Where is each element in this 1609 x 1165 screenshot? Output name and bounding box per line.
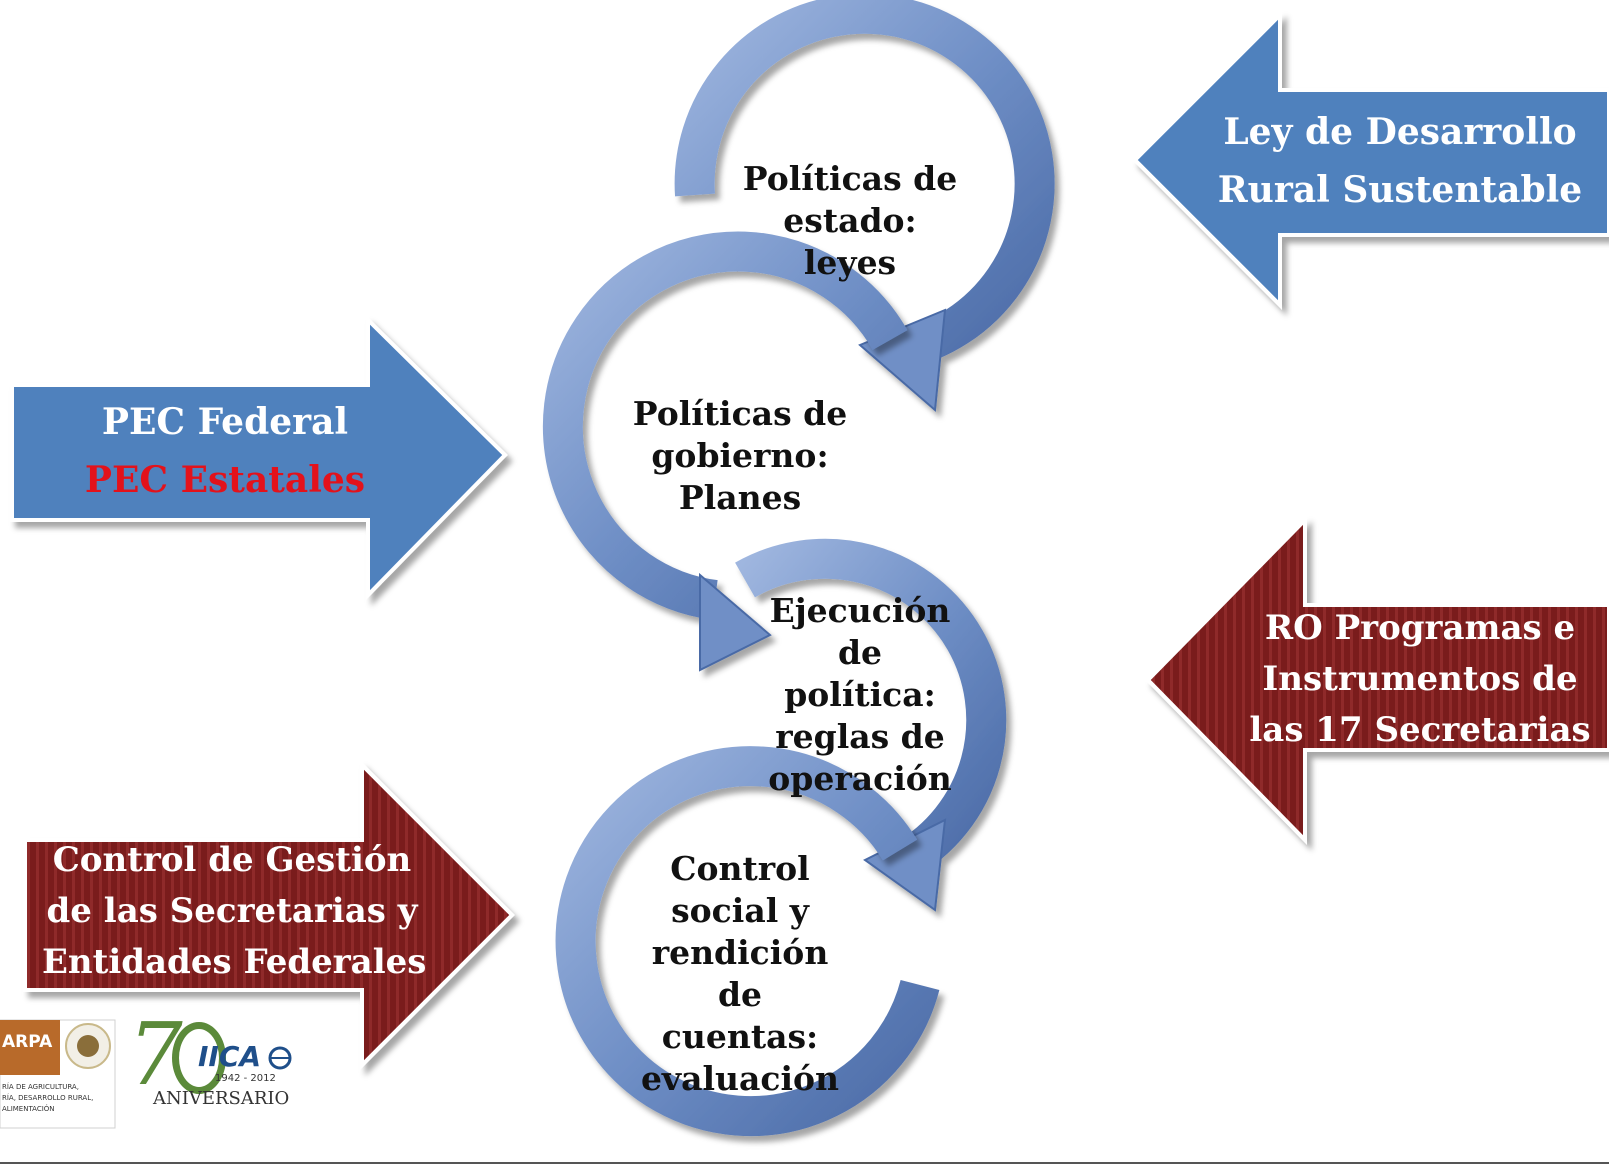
ro-programas-line: Instrumentos de xyxy=(1262,659,1578,699)
control-gestion-line: Control de Gestión xyxy=(52,840,412,880)
government-policies-line: Planes xyxy=(678,478,802,517)
government-policies-line: Políticas de xyxy=(632,394,848,433)
ro-programas-line: RO Programas e xyxy=(1264,608,1576,648)
government-policies-line: gobierno: xyxy=(651,436,829,475)
iica-zero-ring xyxy=(172,1022,226,1094)
iica-name: IICA xyxy=(198,1040,262,1073)
ro-programas-arrow-text: RO Programas e Instrumentos de las 17 Se… xyxy=(1240,603,1600,756)
social-control-line: evaluación xyxy=(640,1059,840,1098)
social-control-label: Control social y rendición de cuentas: e… xyxy=(625,848,855,1100)
ley-line: Ley de Desarrollo xyxy=(1223,111,1577,153)
iica-years: 1942 - 2012 xyxy=(215,1073,276,1084)
policy-execution-line: operación xyxy=(768,759,952,798)
state-policies-label: Políticas de estado: leyes xyxy=(740,158,960,284)
control-gestion-line: Entidades Federales xyxy=(42,942,427,982)
ley-arrow-text: Ley de Desarrollo Rural Sustentable xyxy=(1200,103,1600,219)
ro-programas-arrow xyxy=(1145,515,1609,845)
government-policies-label: Políticas de gobierno: Planes xyxy=(630,393,850,519)
pec-estatales-text: PEC Estatales xyxy=(84,459,366,501)
ley-arrow xyxy=(1132,10,1609,310)
policy-execution-line: política: xyxy=(784,675,936,714)
control-gestion-line: de las Secretarias y xyxy=(46,891,418,931)
iica-anniversary: ANIVERSARIO xyxy=(153,1088,290,1109)
policy-execution-label: Ejecución de política: reglas de operaci… xyxy=(745,590,975,800)
state-policies-line: estado: leyes xyxy=(783,201,917,282)
bottom-divider xyxy=(0,1162,1609,1164)
sagarpa-subtitle: RÍA DE AGRICULTURA, RÍA, DESARROLLO RURA… xyxy=(2,1082,114,1115)
ro-programas-line: las 17 Secretarias xyxy=(1249,710,1591,750)
pec-arrow-text: PEC Federal PEC Estatales xyxy=(60,393,390,509)
pec-federal-text: PEC Federal xyxy=(101,401,349,443)
social-control-line: cuentas: xyxy=(661,1017,819,1056)
policy-execution-line: Ejecución de xyxy=(769,591,951,672)
cycle-ring-4 xyxy=(555,746,940,1137)
sagarpa-name: ARPA xyxy=(2,1032,53,1052)
social-control-line: social y xyxy=(671,891,809,930)
ley-line: Rural Sustentable xyxy=(1217,169,1583,211)
sagarpa-subtitle-line: ALIMENTACIÓN xyxy=(2,1105,55,1113)
cycle-ring-2 xyxy=(542,231,908,672)
sagarpa-logo xyxy=(0,1019,116,1129)
iica-logo xyxy=(268,1046,292,1070)
control-gestion-arrow-text: Control de Gestión de las Secretarias y … xyxy=(42,835,427,988)
social-control-line: Control xyxy=(670,849,810,888)
sagarpa-subtitle-line: RÍA, DESARROLLO RURAL, xyxy=(2,1094,94,1102)
control-gestion-arrow xyxy=(23,760,515,1070)
pec-arrow xyxy=(10,315,508,600)
policy-execution-line: reglas de xyxy=(775,717,945,756)
sagarpa-subtitle-line: RÍA DE AGRICULTURA, xyxy=(2,1083,79,1091)
state-policies-line: Políticas de xyxy=(742,159,958,198)
social-control-line: rendición de xyxy=(651,933,829,1014)
